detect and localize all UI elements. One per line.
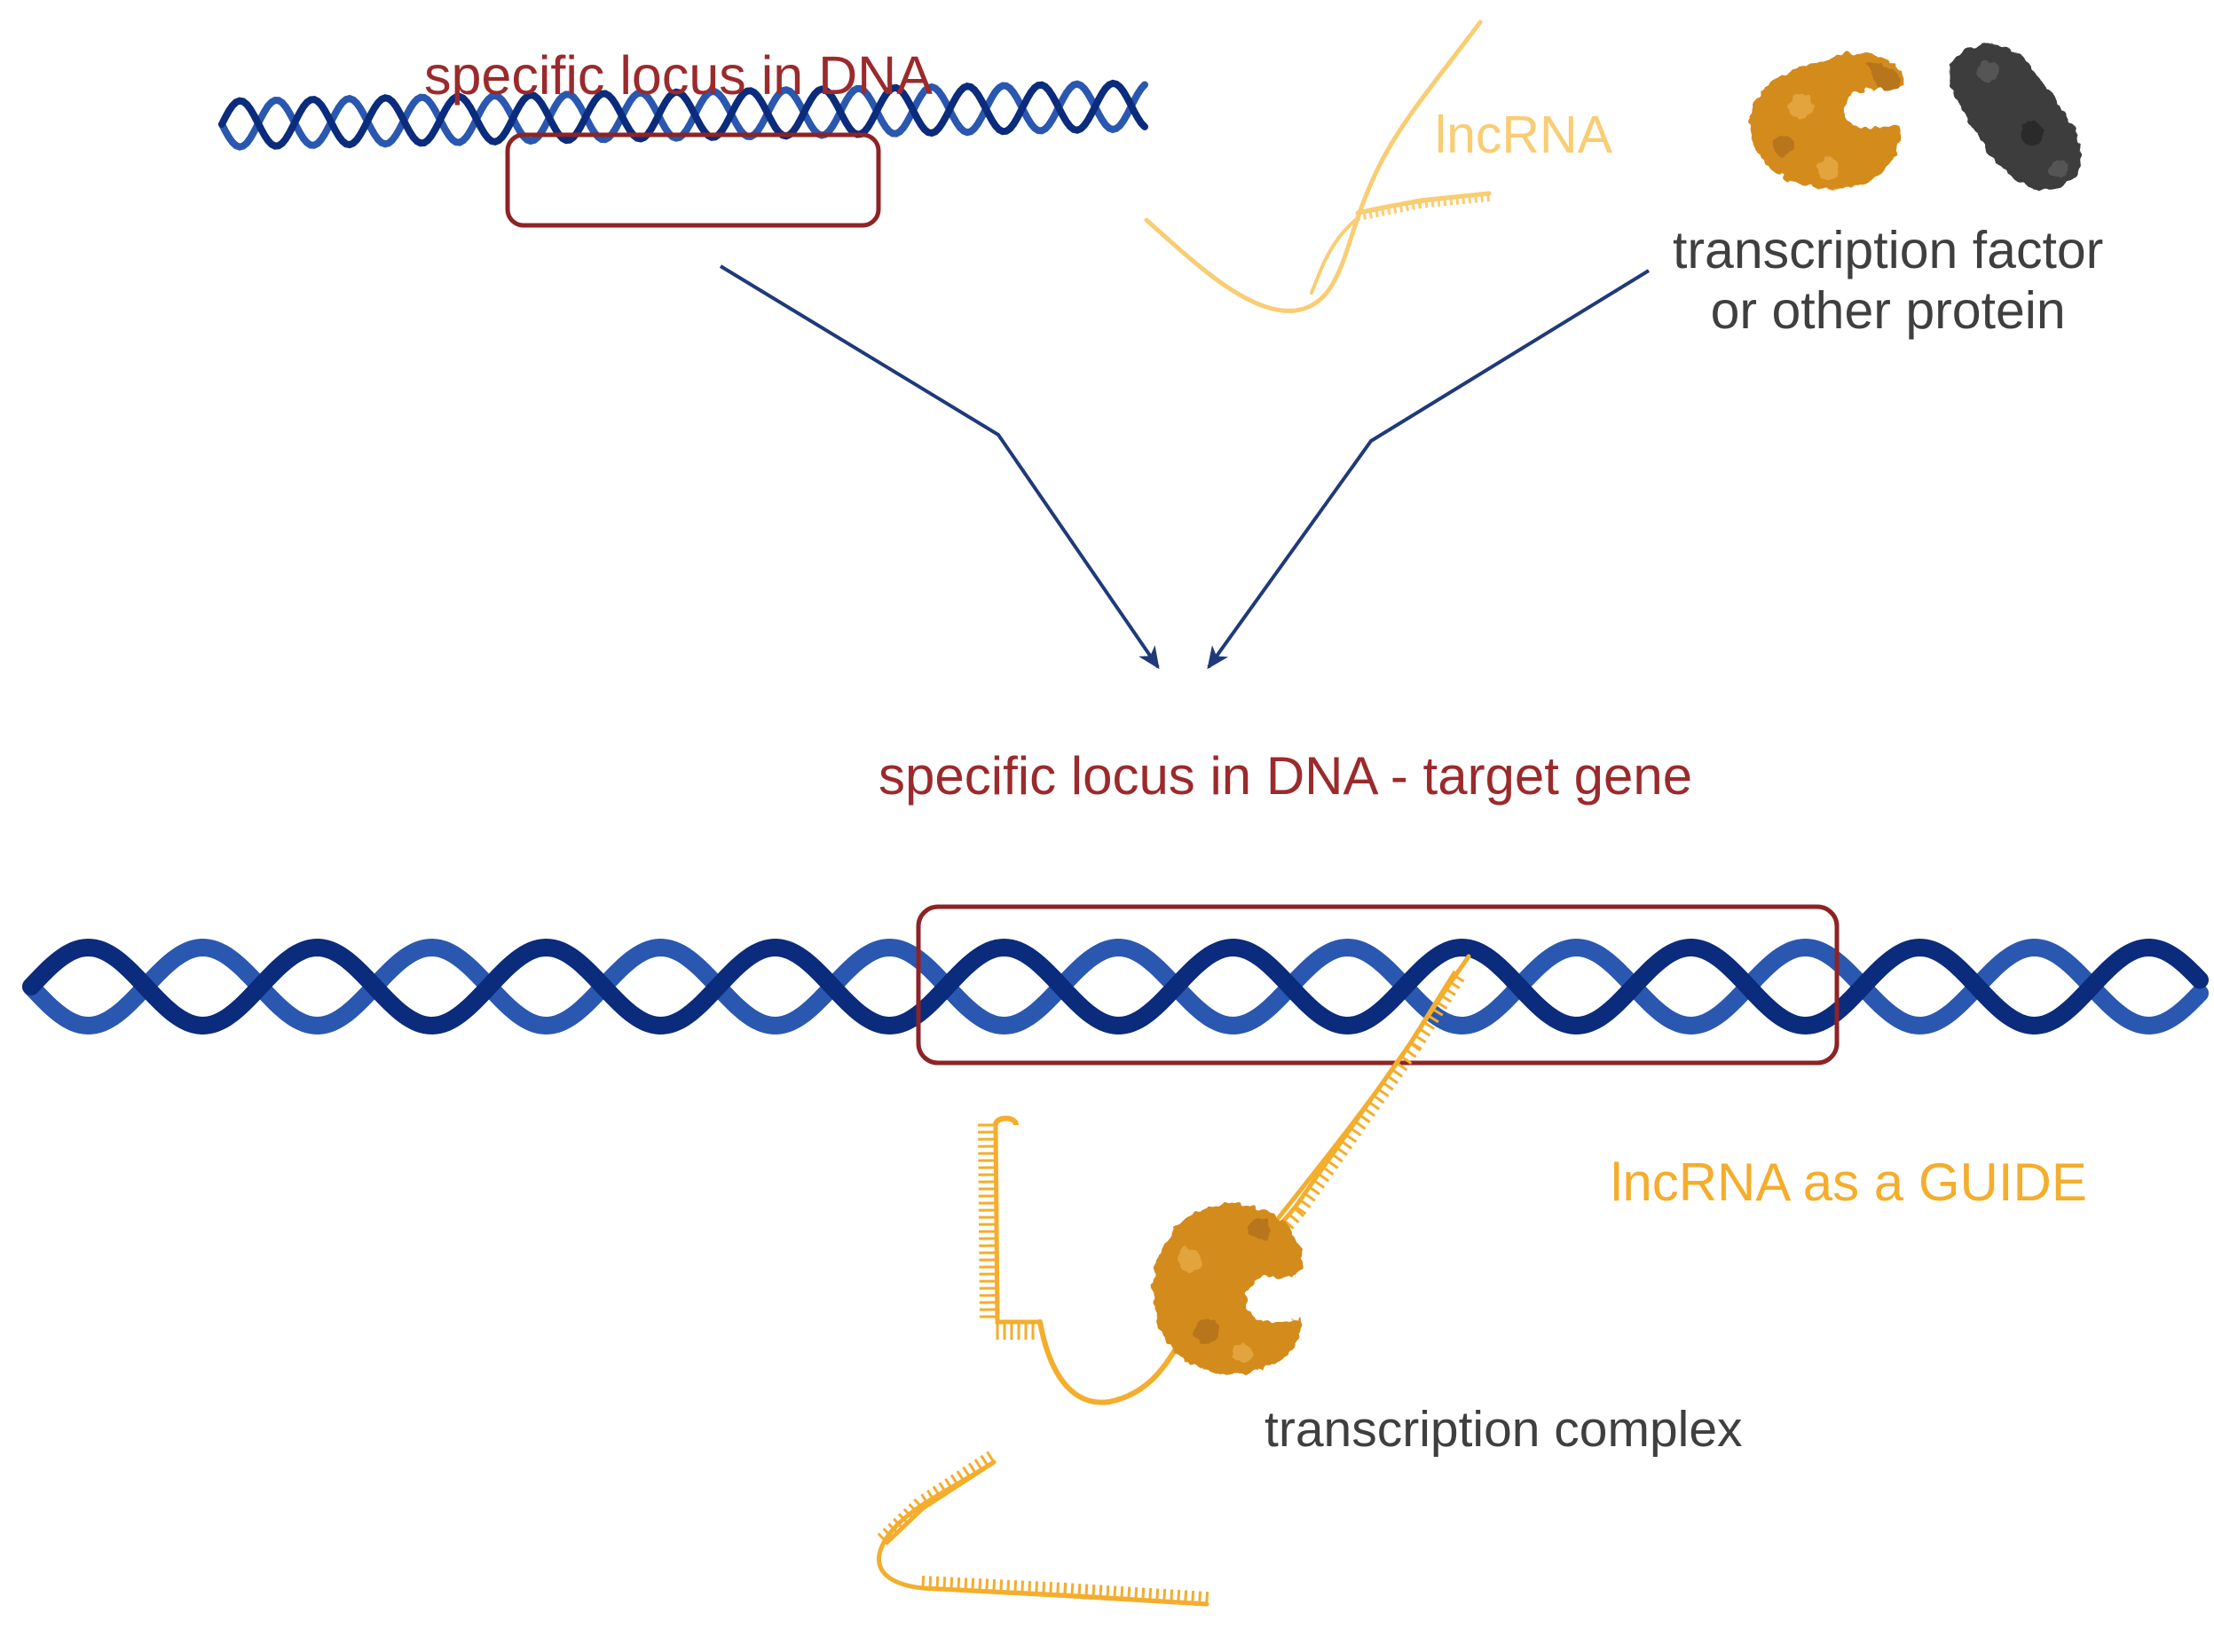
arrow-from-protein — [1207, 269, 1651, 670]
arrow-from-dna — [719, 264, 1160, 670]
label-specific-locus-top: specific locus in DNA — [424, 45, 933, 106]
label-transcription-factor-line2: or other protein — [1710, 281, 2066, 340]
protein-dark-top-icon — [1948, 43, 2082, 191]
label-target-gene: specific locus in DNA - target gene — [879, 746, 1693, 806]
dna-helix-bottom-icon — [22, 938, 2209, 1035]
protein-complex-icon — [1153, 1203, 1304, 1374]
label-lncrna-top: lncRNA — [1435, 106, 1612, 164]
label-transcription-complex: transcription complex — [1265, 1401, 1743, 1458]
locus-box-bottom — [916, 904, 1840, 1066]
label-lncrna-guide: lncRNA as a GUIDE — [1611, 1152, 2087, 1212]
label-transcription-factor-line1: transcription factor — [1673, 221, 2104, 279]
protein-orange-top-icon — [1749, 52, 1906, 189]
lncrna-strand-top-icon — [1144, 20, 1492, 313]
locus-box-top — [505, 132, 881, 228]
label-transcription-factor: transcription factor or other protein — [1673, 220, 2103, 341]
